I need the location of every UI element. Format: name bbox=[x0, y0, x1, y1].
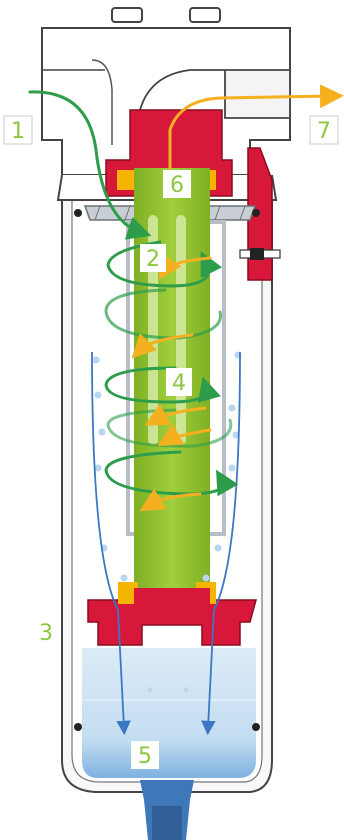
svg-text:7: 7 bbox=[317, 119, 331, 144]
label-4: 4 bbox=[166, 368, 192, 396]
label-1: 1 bbox=[4, 116, 32, 144]
svg-text:6: 6 bbox=[170, 173, 184, 198]
drain-sump bbox=[82, 648, 256, 778]
label-7: 7 bbox=[310, 116, 338, 144]
svg-text:2: 2 bbox=[146, 247, 160, 272]
svg-text:5: 5 bbox=[138, 744, 152, 769]
svg-text:3: 3 bbox=[39, 621, 53, 646]
svg-text:1: 1 bbox=[11, 119, 25, 144]
label-5: 5 bbox=[131, 741, 159, 769]
label-3: 3 bbox=[39, 621, 53, 646]
label-6: 6 bbox=[163, 170, 191, 198]
svg-text:4: 4 bbox=[172, 371, 186, 396]
drain-port bbox=[140, 780, 194, 840]
label-2: 2 bbox=[140, 244, 166, 272]
